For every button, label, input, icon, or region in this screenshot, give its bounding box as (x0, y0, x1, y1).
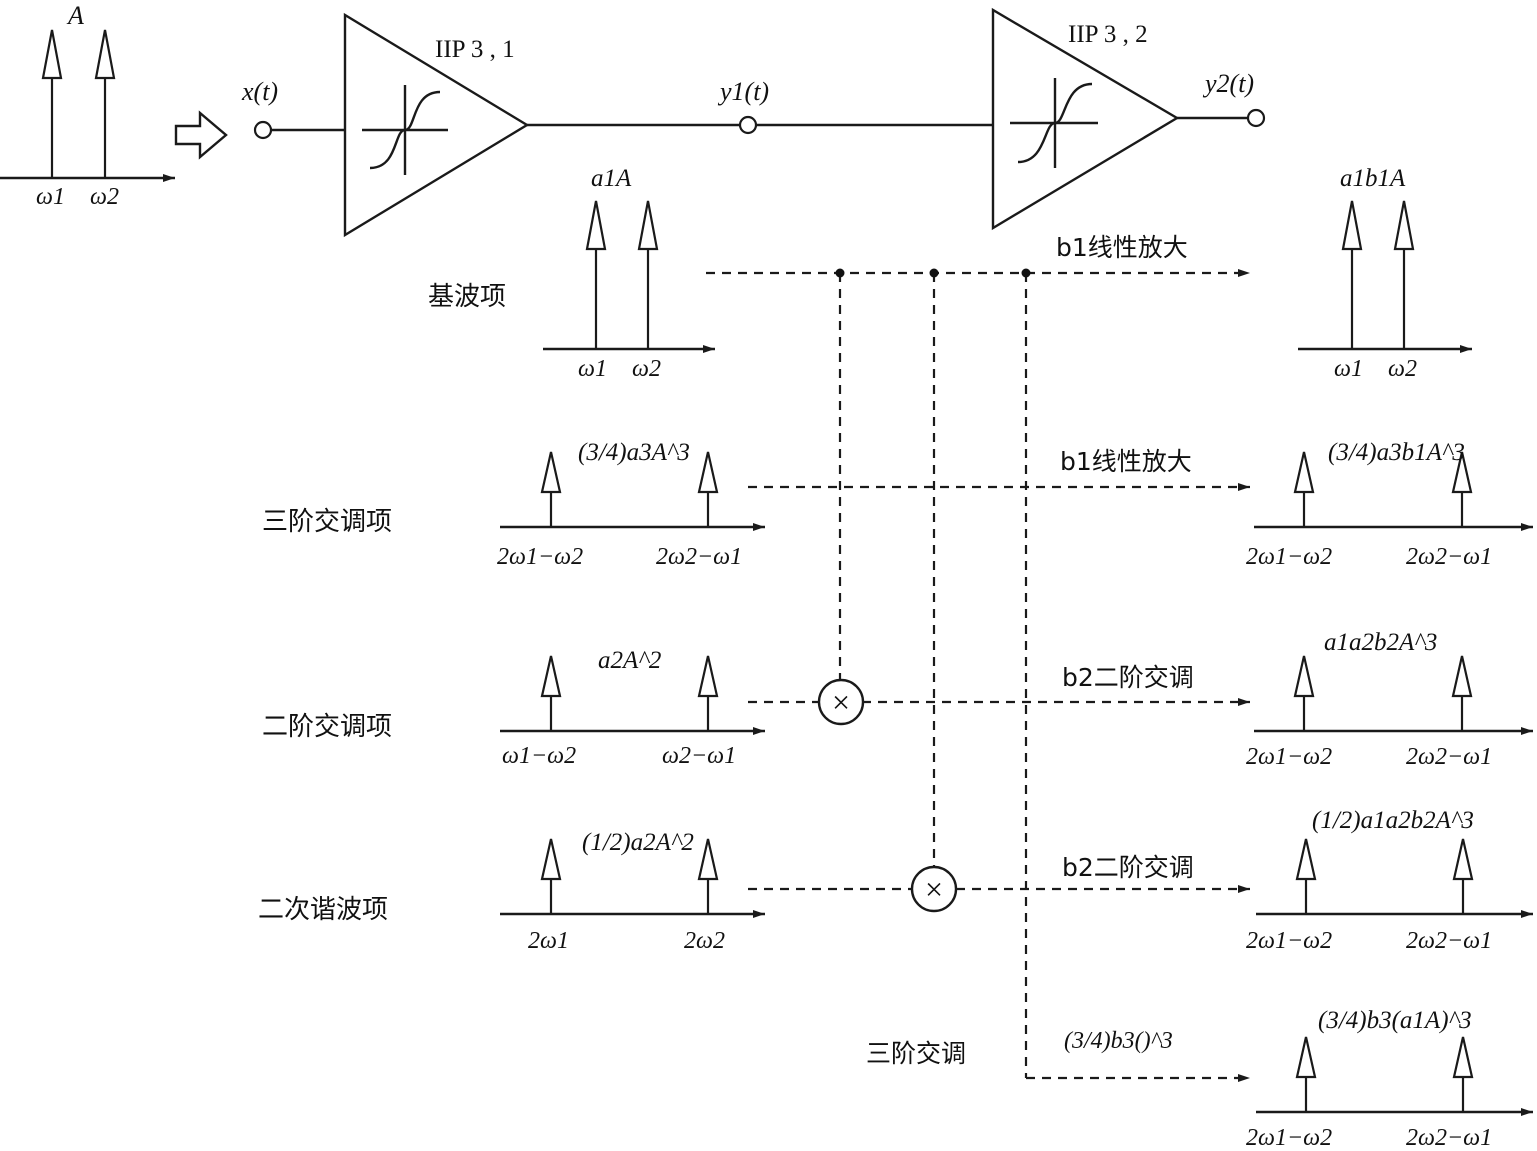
output-fundamental-f1: ω1 (1334, 356, 1363, 382)
output-harmonic2-tone-1 (1295, 837, 1317, 916)
term-im3-f1: 2ω1−ω2 (497, 544, 583, 570)
term-im3-tone-1 (540, 450, 562, 529)
output-fundamental-f2: ω2 (1388, 356, 1417, 382)
term-fundamental-f2: ω2 (632, 356, 661, 382)
output-cubic: (3/4)b3(a1A)^3 2ω1−ω2 2ω2−ω1 (1246, 1007, 1533, 1151)
output-im3-f2: 2ω2−ω1 (1406, 544, 1492, 570)
amplifier-1 (343, 12, 530, 238)
term-fundamental-tone-2 (637, 199, 659, 351)
amp2-label: IIP 3 , 2 (1068, 21, 1148, 48)
output-cubic-f1: 2ω1−ω2 (1246, 1125, 1332, 1151)
amplifier-2 (991, 7, 1180, 231)
term-fundamental-name: 基波项 (428, 282, 506, 312)
term-fundamental-tone-1 (585, 199, 607, 351)
junction-dot-1 (835, 268, 845, 278)
output-im3-f1: 2ω1−ω2 (1246, 544, 1332, 570)
path-label-cubic-left: 三阶交调 (866, 1039, 966, 1068)
term-im2-f2: ω2−ω1 (662, 743, 736, 769)
y1-node-label: y1(t) (717, 77, 769, 106)
path-label-cubic: (3/4)b3()^3 (1064, 1028, 1173, 1054)
x-node-label: x(t) (241, 77, 278, 106)
output-im3-tone-1 (1293, 450, 1315, 529)
output-cubic-amp: (3/4)b3(a1A)^3 (1318, 1007, 1472, 1034)
output-cubic-tone-1 (1295, 1035, 1317, 1114)
output-harmonic2-f1: 2ω1−ω2 (1246, 928, 1332, 954)
term-harmonic2-f1: 2ω1 (528, 928, 569, 954)
input-spectrum: A ω1 ω2 (0, 1, 175, 210)
term-harmonic2-f2: 2ω2 (684, 928, 725, 954)
input-amplitude-label: A (66, 1, 84, 30)
term-harmonic2-name: 二次谐波项 (258, 895, 388, 925)
dashed-paths (706, 268, 1250, 1082)
term-im2-name: 二阶交调项 (262, 712, 392, 742)
term-im3-f2: 2ω2−ω1 (656, 544, 742, 570)
multiplier-1-circle-icon (817, 678, 865, 726)
term-harmonic2-amp: (1/2)a2A^2 (582, 829, 694, 856)
path-label-fundamental: b1线性放大 (1056, 233, 1188, 262)
amp1-nonlinear-curve (369, 90, 441, 170)
term-fundamental-amp: a1A (591, 165, 632, 192)
input-freq-2: ω2 (90, 184, 119, 210)
output-im2-f2: 2ω2−ω1 (1406, 744, 1492, 770)
y1-node (738, 115, 758, 135)
input-arrow-icon (174, 110, 228, 160)
output-fundamental-amp: a1b1A (1340, 165, 1406, 192)
output-harmonic2-path: (1/2)a1a2b2A^3 2ω1−ω2 2ω2−ω1 (1246, 807, 1533, 954)
multiplier-2-circle-icon (910, 865, 958, 913)
multiplier-2-symbol: × (925, 871, 943, 907)
term-im2-tone-2 (697, 654, 719, 733)
multiplier-1: × (817, 678, 865, 726)
output-im2-tone-2 (1451, 654, 1473, 733)
term-harmonic2-tone-1 (540, 837, 562, 916)
output-cubic-tone-2 (1452, 1035, 1474, 1114)
y2-node (1246, 108, 1266, 128)
output-harmonic2-amp: (1/2)a1a2b2A^3 (1312, 807, 1474, 834)
output-im2-tone-1 (1293, 654, 1315, 733)
output-im2-amp: a1a2b2A^3 (1324, 629, 1437, 656)
input-tone-2 (94, 28, 116, 180)
amp1-label: IIP 3 , 1 (435, 36, 515, 63)
y2-node-label: y2(t) (1202, 69, 1254, 98)
output-cubic-f2: 2ω2−ω1 (1406, 1125, 1492, 1151)
term-harmonic2-tone-2 (697, 837, 719, 916)
term-fundamental: 基波项 a1A ω1 ω2 (428, 165, 715, 382)
path-label-harmonic2: b2二阶交调 (1062, 853, 1194, 882)
output-harmonic2-tone-2 (1452, 837, 1474, 916)
junction-dot-3 (1021, 268, 1031, 278)
output-fundamental-tone-1 (1341, 199, 1363, 351)
term-im2-f1: ω1−ω2 (502, 743, 576, 769)
output-im2-f1: 2ω1−ω2 (1246, 744, 1332, 770)
input-tone-1 (41, 28, 63, 180)
term-im2-amp: a2A^2 (598, 647, 661, 674)
term-fundamental-f1: ω1 (578, 356, 607, 382)
term-im3-amp: (3/4)a3A^3 (578, 439, 690, 466)
junction-dot-2 (929, 268, 939, 278)
path-label-im3: b1线性放大 (1060, 447, 1192, 476)
term-im3-tone-2 (697, 450, 719, 529)
output-harmonic2-f2: 2ω2−ω1 (1406, 928, 1492, 954)
signal-chain: x(t) IIP 3 , 1 y1(t) IIP 3 , 2 y2(t) (241, 7, 1266, 238)
path-label-im2: b2二阶交调 (1062, 663, 1194, 692)
amp2-nonlinear-curve (1017, 82, 1093, 164)
term-im3-name: 三阶交调项 (262, 507, 392, 537)
output-fundamental-tone-2 (1393, 199, 1415, 351)
input-freq-1: ω1 (36, 184, 65, 210)
output-im3-amp: (3/4)a3b1A^3 (1328, 439, 1465, 466)
term-harmonic2: 二次谐波项 (1/2)a2A^2 2ω1 2ω2 (258, 829, 765, 954)
term-im2-tone-1 (540, 654, 562, 733)
multiplier-1-symbol: × (832, 684, 850, 720)
output-im2-path: a1a2b2A^3 2ω1−ω2 2ω2−ω1 (1246, 629, 1533, 770)
term-im2: 二阶交调项 a2A^2 ω1−ω2 ω2−ω1 (262, 647, 765, 769)
x-node (253, 120, 273, 140)
multiplier-2: × (910, 865, 958, 913)
term-im3: 三阶交调项 (3/4)a3A^3 2ω1−ω2 2ω2−ω1 (262, 439, 765, 570)
output-fundamental: a1b1A ω1 ω2 (1298, 165, 1472, 382)
output-im3: (3/4)a3b1A^3 2ω1−ω2 2ω2−ω1 (1246, 439, 1533, 570)
